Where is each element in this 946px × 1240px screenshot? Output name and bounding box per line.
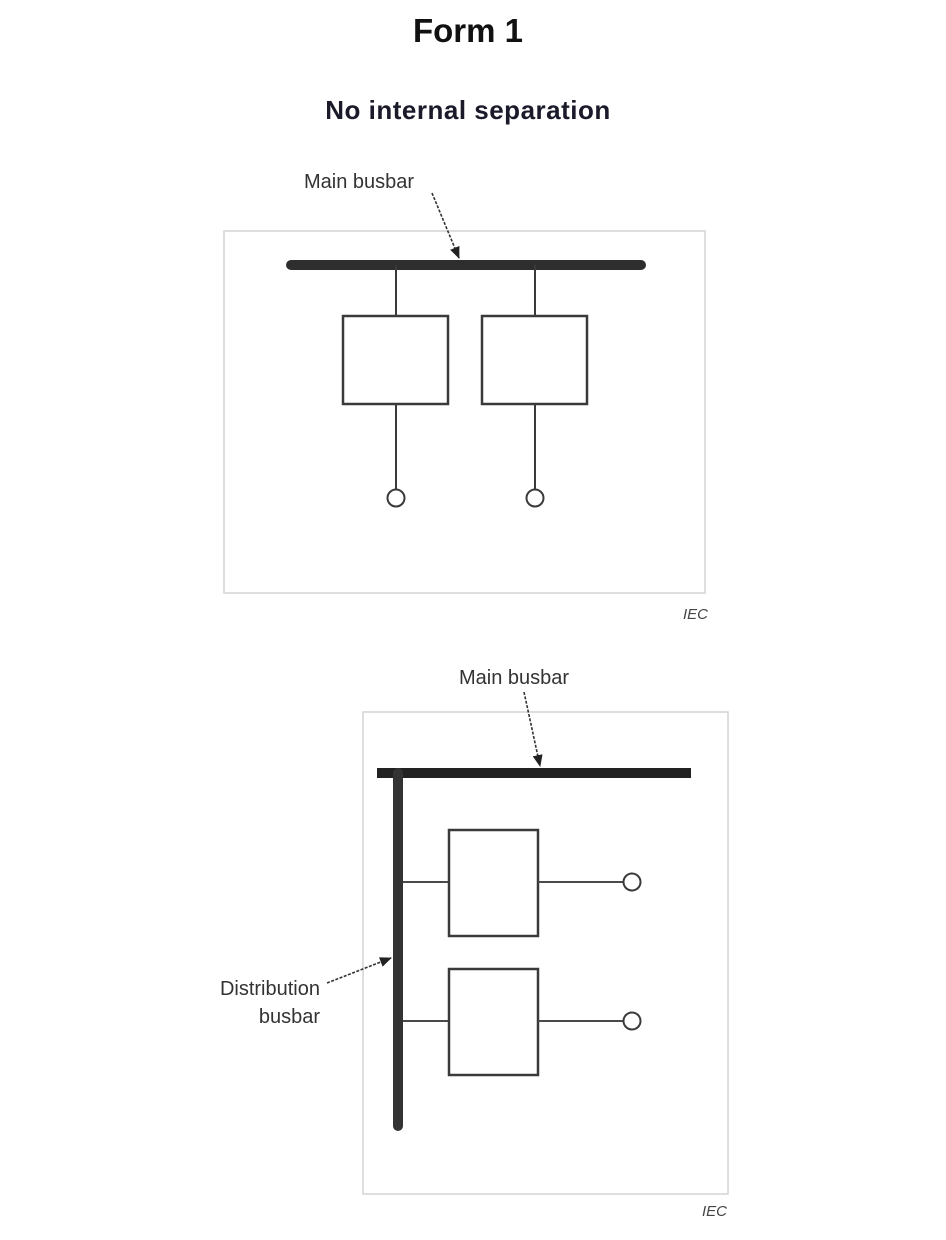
terminal-icon xyxy=(622,1011,642,1031)
figure-a-source-mark: IEC xyxy=(683,606,708,623)
figure-b: Main busbar Distribution busbar IEC xyxy=(220,667,729,1220)
figure-a: Main busbar IEC xyxy=(223,171,708,623)
figure-a-frame xyxy=(223,230,706,594)
figure-b-distribution-busbar-label-line2: busbar xyxy=(259,1006,320,1028)
figure-a-main-busbar-label: Main busbar xyxy=(304,171,414,193)
terminal-icon xyxy=(622,872,642,892)
unit-box xyxy=(447,967,540,1077)
figure-b-frame xyxy=(362,711,729,1195)
figure-b-distribution-busbar-label-line1: Distribution xyxy=(220,978,320,1000)
figure-subtitle: No internal separation xyxy=(325,95,611,125)
figure-b-functional-unit-1 xyxy=(403,828,642,938)
figure-a-main-busbar-arrow xyxy=(431,192,460,259)
figure-b-main-busbar-arrow xyxy=(523,691,543,767)
terminal-icon xyxy=(525,488,545,508)
figure-b-distribution-busbar-arrow xyxy=(326,957,392,984)
terminal-icon xyxy=(386,488,406,508)
figure-b-main-busbar-label: Main busbar xyxy=(459,667,569,689)
unit-box xyxy=(480,314,589,406)
figure-a-functional-unit-1 xyxy=(341,265,450,508)
unit-box xyxy=(341,314,450,406)
figure-b-functional-unit-2 xyxy=(403,967,642,1077)
figure-title: Form 1 xyxy=(412,12,524,49)
figure-a-functional-unit-2 xyxy=(480,265,589,508)
figure-b-source-mark: IEC xyxy=(702,1203,727,1220)
unit-box xyxy=(447,828,540,938)
